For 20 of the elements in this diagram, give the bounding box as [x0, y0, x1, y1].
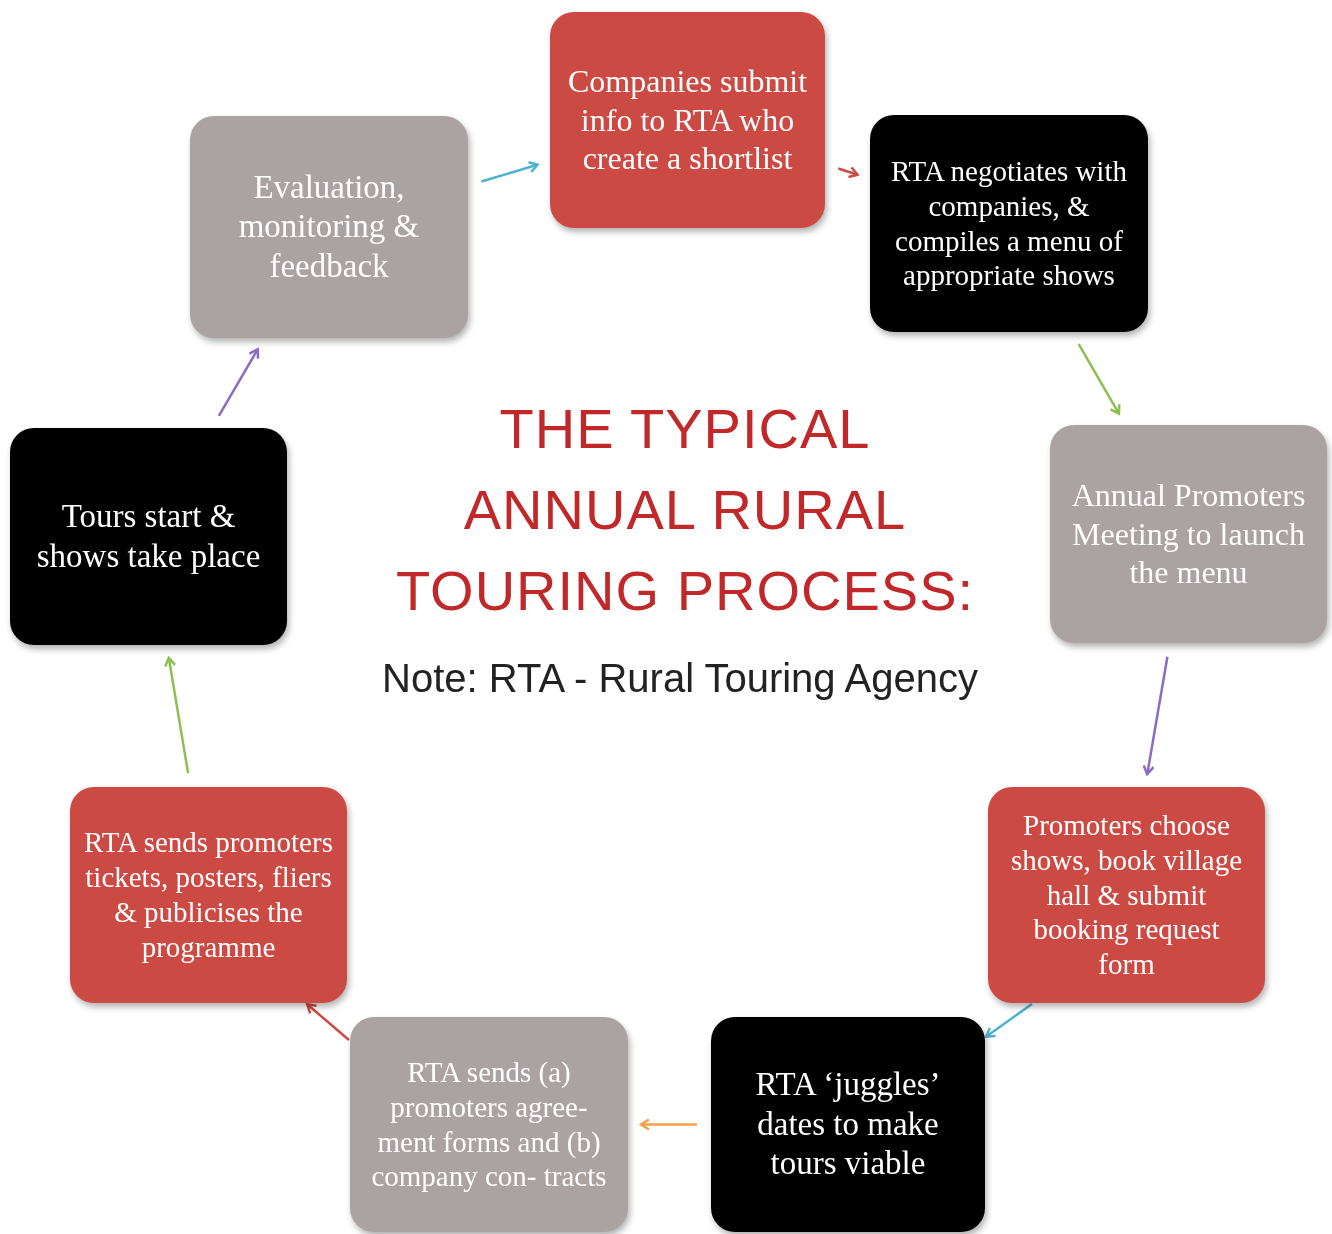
process-box: Tours start & shows take place — [10, 428, 287, 645]
note-text: Note: RTA - Rural Touring Agency — [381, 656, 979, 701]
diagram-title: THE TYPICAL ANNUAL RURAL TOURING PROCESS: — [395, 396, 975, 625]
arrow — [217, 348, 260, 417]
process-box: RTA negotiates with companies, & compiles a menu of appropriate shows — [870, 115, 1148, 332]
process-box: Companies submit info to RTA who create a shortlist — [550, 12, 825, 228]
arrow — [984, 1003, 1033, 1038]
arrow — [163, 656, 190, 774]
process-box: Annual Promoters Meeting to launch the menu — [1050, 425, 1327, 643]
arrow — [837, 166, 859, 179]
process-box: RTA sends promoters tickets, posters, fliers & publicises the programme — [70, 787, 347, 1003]
arrow — [639, 1118, 697, 1131]
arrow — [1077, 343, 1121, 415]
process-box: RTA sends (a) promoters agree- ment forms and (b) company con- tracts — [350, 1017, 628, 1232]
process-box: RTA ‘juggles’ dates to make tours viable — [711, 1017, 985, 1232]
arrow — [1142, 656, 1169, 776]
arrow — [306, 1003, 350, 1041]
arrow — [481, 161, 539, 183]
process-box: Evaluation, monitoring & feedback — [190, 116, 468, 338]
process-box: Promoters choose shows, book village hall & submit booking request form — [988, 787, 1265, 1003]
